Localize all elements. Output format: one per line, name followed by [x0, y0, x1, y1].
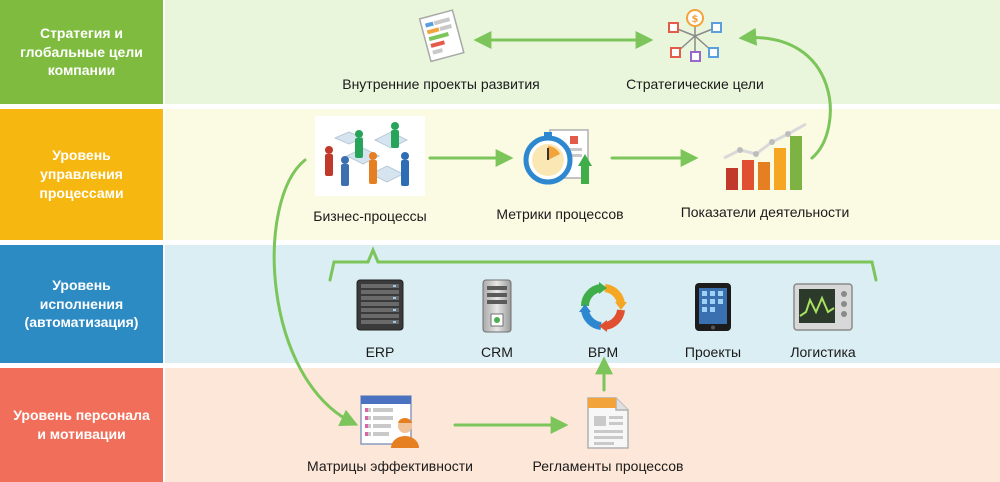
server-tower-icon	[482, 279, 512, 333]
bpm-node: BPM	[568, 280, 638, 360]
strategic-goals-label: Стратегические цели	[626, 76, 764, 92]
stopwatch-chart-icon	[523, 129, 592, 185]
process-metrics-node: Метрики процессов	[470, 124, 650, 222]
bar-growth-icon	[723, 122, 807, 190]
strategy-level-label: Стратегия и глобальные цели компании	[0, 0, 163, 104]
cycle-arrows-icon	[579, 282, 627, 332]
business-processes-node: Бизнес-процессы	[290, 116, 450, 224]
goal-network-icon: $	[668, 9, 722, 62]
projects-label: Проекты	[684, 344, 742, 360]
internal-projects-node: Внутренние проекты развития	[316, 8, 566, 92]
efficiency-matrix-label: Матрицы эффективности	[307, 458, 473, 474]
internal-projects-label: Внутренние проекты развития	[342, 76, 540, 92]
process-level-label: Уровень управления процессами	[0, 109, 163, 240]
server-rack-icon	[356, 279, 404, 331]
monitor-chart-icon	[793, 283, 853, 331]
process-regulations-label: Регламенты процессов	[532, 458, 684, 474]
strategy-band: Стратегия и глобальные цели компании	[0, 0, 1000, 104]
logistics-node: Логистика	[778, 282, 868, 360]
efficiency-matrix-node: Матрицы эффективности	[290, 394, 490, 474]
erp-node: ERP	[345, 278, 415, 360]
crm-label: CRM	[481, 344, 513, 360]
bpm-label: BPM	[587, 344, 619, 360]
logistics-label: Логистика	[790, 344, 856, 360]
projects-node: Проекты	[668, 282, 758, 360]
performance-indicators-label: Показатели деятельности	[680, 204, 850, 220]
tablet-icon	[695, 283, 731, 331]
personnel-level-label: Уровень персонала и мотивации	[0, 368, 163, 482]
performance-indicators-node: Показатели деятельности	[665, 122, 865, 220]
personnel-band: Уровень персонала и мотивации	[0, 368, 1000, 482]
strategic-goals-node: $ Стратегические цели	[600, 8, 790, 92]
process-metrics-label: Метрики процессов	[496, 206, 624, 222]
business-processes-label: Бизнес-процессы	[313, 208, 427, 224]
strategy-band-body	[165, 0, 1000, 104]
user-form-icon	[360, 395, 419, 448]
process-regulations-node: Регламенты процессов	[508, 394, 708, 474]
execution-level-label: Уровень исполнения (автоматизация)	[0, 245, 163, 363]
erp-label: ERP	[365, 344, 395, 360]
crm-node: CRM	[462, 278, 532, 360]
svg-text:$: $	[692, 14, 699, 25]
document-chart-icon	[418, 9, 465, 63]
document-icon	[587, 397, 629, 449]
people-flow-icon	[315, 116, 425, 196]
